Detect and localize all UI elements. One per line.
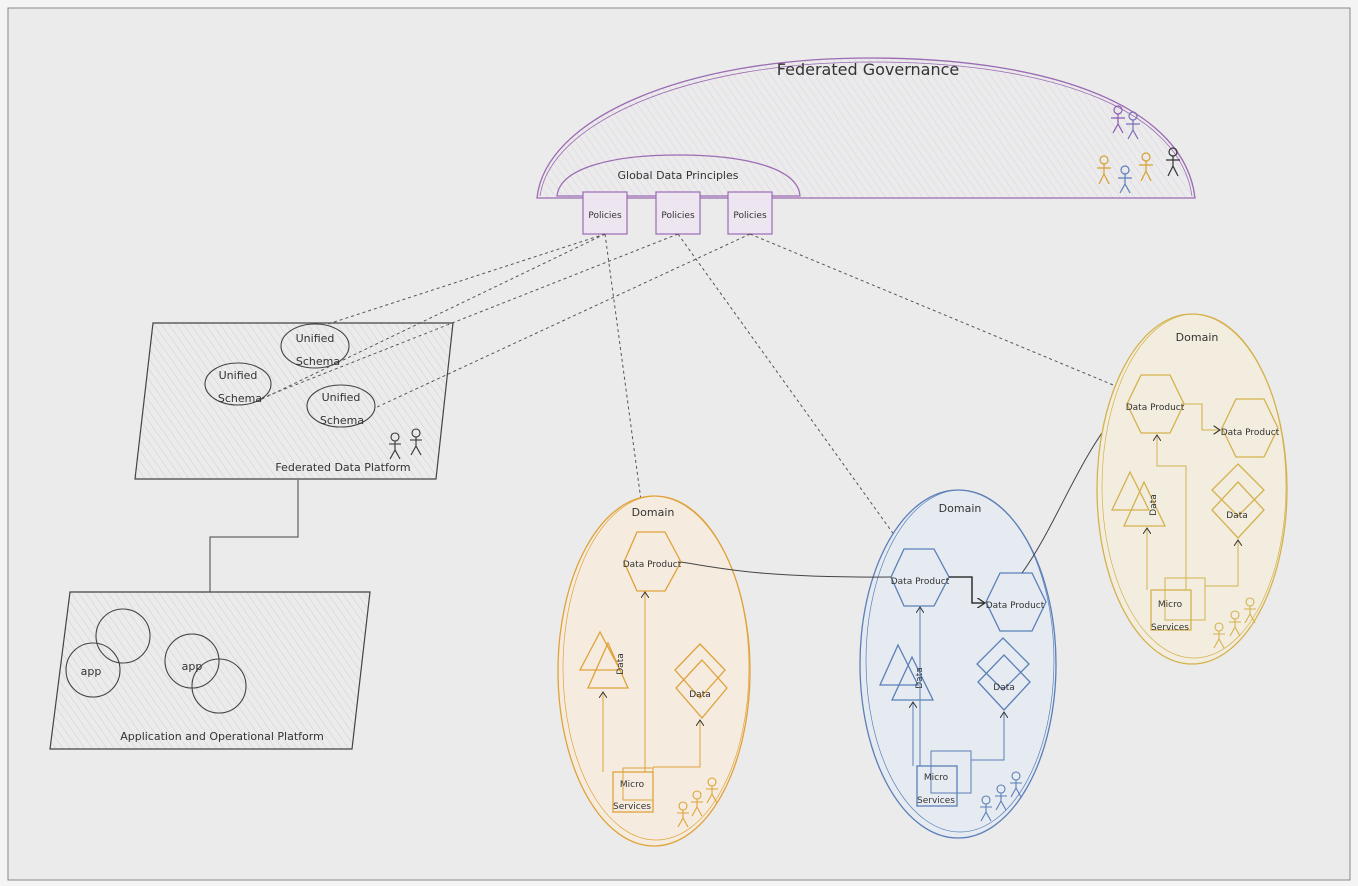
federated-data-platform: Unified Schema Unified Schema Unified Sc… xyxy=(134,322,454,480)
svg-text:Schema: Schema xyxy=(218,392,262,405)
policy-box: Policies xyxy=(582,191,628,235)
microservices-box: Micro Services xyxy=(916,750,972,807)
domain-orange: Domain Data Product Data Data Micro Serv… xyxy=(557,495,751,847)
svg-text:Data: Data xyxy=(1226,511,1248,521)
governance-title: Federated Governance xyxy=(777,60,959,79)
svg-text:Schema: Schema xyxy=(296,355,340,368)
connector-arrows xyxy=(1147,435,1238,590)
app-node: app xyxy=(164,633,247,714)
svg-text:Micro: Micro xyxy=(620,780,645,790)
microservices-box: Micro Services xyxy=(1150,577,1206,633)
unified-schema: Unified Schema xyxy=(204,362,272,406)
svg-text:Services: Services xyxy=(1151,623,1189,633)
connector-arrows xyxy=(603,592,700,772)
connector-arrows xyxy=(913,607,1004,766)
svg-text:Micro: Micro xyxy=(924,773,949,783)
svg-text:Unified: Unified xyxy=(219,369,258,382)
data-triangle: Data xyxy=(578,630,630,689)
svg-text:Schema: Schema xyxy=(320,414,364,427)
platform-connector xyxy=(209,480,299,592)
svg-text:Data: Data xyxy=(993,683,1015,693)
product-link xyxy=(680,561,892,578)
product-arrow xyxy=(949,576,985,603)
svg-text:Data Product: Data Product xyxy=(1221,428,1280,438)
domain-title: Domain xyxy=(632,506,675,519)
svg-text:Data: Data xyxy=(689,690,711,700)
governance-dome xyxy=(536,57,1196,199)
people-icon xyxy=(980,771,1022,822)
principles-title: Global Data Principles xyxy=(618,169,739,182)
svg-text:Data Product: Data Product xyxy=(1126,403,1185,413)
app-platform-panel xyxy=(49,591,371,750)
application-operational-platform: app app Application and Operational Plat… xyxy=(49,591,371,750)
people-icon xyxy=(1097,105,1180,194)
federated-governance: Federated Governance Global Data Princip… xyxy=(536,57,1196,235)
unified-schema: Unified Schema xyxy=(280,323,350,369)
svg-text:app: app xyxy=(81,665,102,678)
product-arrow xyxy=(1184,403,1220,430)
domain-blue: Domain Data Product Data Product Data Da… xyxy=(859,489,1057,839)
svg-text:Services: Services xyxy=(917,796,955,806)
svg-text:Unified: Unified xyxy=(296,332,335,345)
unified-schema: Unified Schema xyxy=(306,384,376,428)
data-product-hexagon: Data Product xyxy=(1221,398,1280,458)
data-diamond: Data xyxy=(674,643,728,720)
svg-text:Unified: Unified xyxy=(322,391,361,404)
domain-yellow: Domain Data Product Data Product Data Da… xyxy=(1096,313,1288,665)
data-diamond: Data xyxy=(1211,463,1265,539)
policy-box: Policies xyxy=(727,191,773,235)
domain-title: Domain xyxy=(939,502,982,515)
svg-text:Data Product: Data Product xyxy=(986,601,1045,611)
svg-text:Data: Data xyxy=(1149,494,1159,516)
platform-title: Federated Data Platform xyxy=(275,461,410,474)
microservices-box: Micro Services xyxy=(612,767,654,813)
app-platform-title: Application and Operational Platform xyxy=(120,730,324,743)
data-product-hexagon: Data Product xyxy=(985,572,1047,632)
svg-text:Data Product: Data Product xyxy=(623,560,682,570)
data-triangle: Data xyxy=(1110,470,1167,527)
policy-box: Policies xyxy=(655,191,701,235)
svg-text:Services: Services xyxy=(613,802,651,812)
principles-dome xyxy=(556,154,801,197)
people-icon xyxy=(677,777,718,828)
svg-text:Data Product: Data Product xyxy=(891,577,950,587)
app-node: app xyxy=(65,608,151,698)
platform-panel xyxy=(134,322,454,480)
people-icon xyxy=(1213,597,1256,649)
people-icon xyxy=(389,428,422,460)
data-diamond: Data xyxy=(976,637,1031,711)
policy-label: Policies xyxy=(733,211,767,221)
policy-label: Policies xyxy=(588,211,622,221)
svg-text:Micro: Micro xyxy=(1158,600,1183,610)
domain-title: Domain xyxy=(1176,331,1219,344)
policy-label: Policies xyxy=(661,211,695,221)
svg-text:app: app xyxy=(182,660,203,673)
svg-text:Data: Data xyxy=(616,653,626,675)
